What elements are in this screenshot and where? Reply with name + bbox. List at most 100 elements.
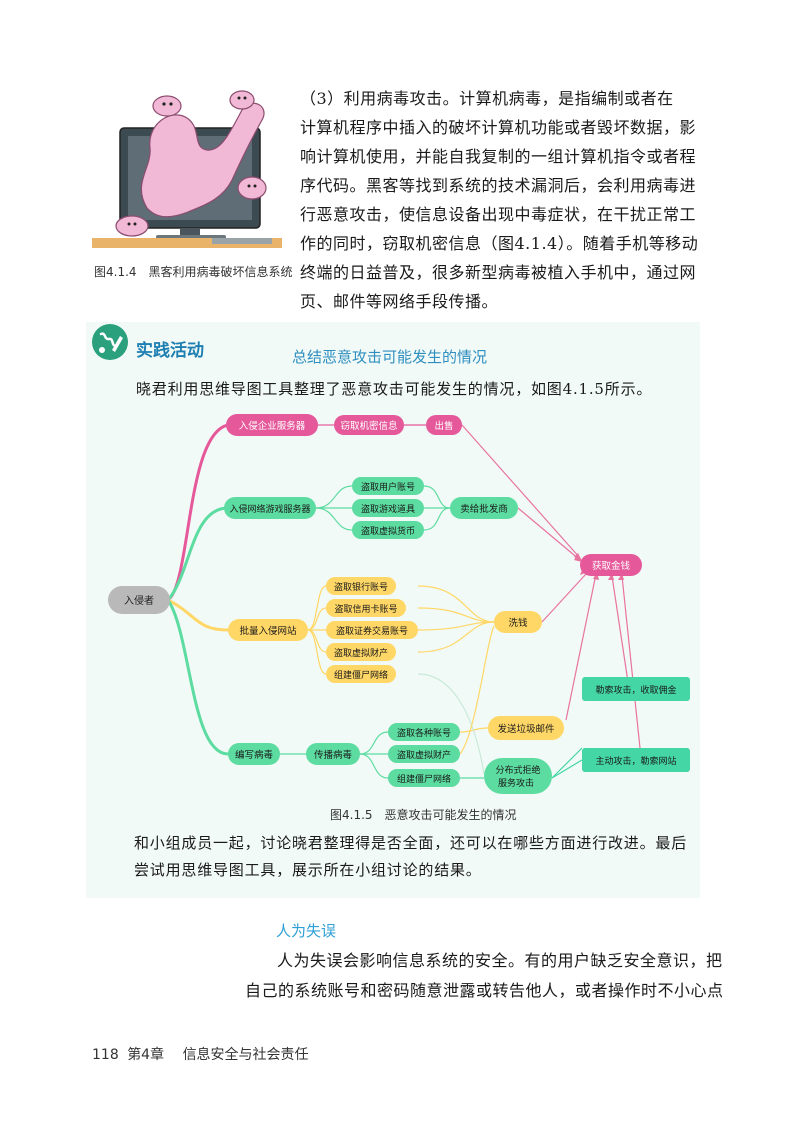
branch3-node-label: 批量入侵网站 [239,625,297,637]
branch3-merge-label: 洗钱 [508,617,528,629]
page-footer: 118 第4章 信息安全与社会责任 [92,1044,309,1064]
branch4-ddos-label-line1: 分布式拒绝 [495,764,540,776]
connector [359,753,389,779]
branch1-item-label: 窃取机密信息 [340,420,397,432]
connector [417,621,495,653]
connector [359,731,389,755]
connector [423,485,451,509]
connector [417,621,495,631]
connector [423,507,451,531]
branch3-merge-node [494,611,542,633]
extort-node-2-label: 主动攻击，勒索网站 [595,755,676,767]
text-line: 尝试用思维导图工具，展示所在小组讨论的结果。 [134,861,482,879]
branch3-item-node [326,665,396,683]
connector [551,747,583,779]
root-to-branch3-connector [166,598,230,632]
branch4-item-label: 组建僵尸网络 [397,773,451,785]
branch3-item-label: 组建僵尸网络 [334,669,388,681]
text-line: 作的同时，窃取机密信息（图4.1.4）。随着手机等移动 [300,234,699,253]
figure-caption: 图4.1.4 黑客利用病毒破坏信息系统 [94,265,293,279]
branch1-item-node [334,415,404,435]
branch4-ddos-label-line2: 服务攻击 [498,777,534,789]
extort-node-1 [582,677,690,701]
branch4-item-node [388,723,460,741]
branch3-item-node [326,621,418,639]
connector [307,607,327,631]
arrow-to-target [611,575,629,683]
arrow-to-target [541,573,587,623]
connector [315,507,353,531]
text-line: 行恶意攻击，使信息设备出现中毒症状，在干扰正常工 [300,205,697,224]
text-line: 计算机程序中插入的破坏计算机功能或者毁坏数据，影 [300,118,697,137]
practice-activity-icon [92,324,128,360]
branch2-item-label: 盗取游戏道具 [361,503,415,515]
branch3-node [228,619,308,641]
text-line: 响计算机使用，并能自我复制的一组计算机指令或者程 [300,147,697,166]
branch2-item-node [352,521,424,539]
arrow-to-target [461,424,581,559]
figure-caption: 图4.1.5 恶意攻击可能发生的情况 [330,808,517,822]
target-node [580,554,642,576]
connector [307,629,327,653]
page-number: 118 [92,1047,119,1063]
branch3-item-node [326,599,406,617]
branch1-node-label: 入侵企业服务器 [239,420,306,432]
root-to-branch4-connector [166,598,230,756]
activity-title: 总结恶意攻击可能发生的情况 [292,348,488,366]
arrow-to-target [621,575,641,749]
branch4-node [228,743,280,765]
chapter-label: 第4章 [127,1047,165,1063]
branch4-node-label: 编写病毒 [235,749,274,761]
branch2-item-node [352,477,424,495]
connector [417,607,495,623]
hacker-virus-illustration [92,90,282,248]
connector [417,673,485,775]
branch3-item-node [326,643,396,661]
branch2-item-label: 盗取用户账号 [361,481,415,493]
human-error-paragraph: 人为失误会影响信息系统的安全。有的用户缺乏安全意识，把 自己的系统账号和密码随意… [245,946,723,1006]
arrowhead [574,555,582,562]
connector [551,759,583,779]
branch2-merge-label: 卖给批发商 [460,503,508,515]
text-line: 人为失误会影响信息系统的安全。有的用户缺乏安全意识，把 [277,951,723,970]
connector [307,629,327,675]
connector [307,585,327,631]
branch2-item-label: 盗取虚拟货币 [361,525,415,537]
branch4-spam-node [488,716,564,740]
root-node [108,586,170,614]
branch2-item-node [352,499,424,517]
root-to-branch1-connector [166,423,230,602]
branch2-node-label: 入侵网络游戏服务器 [229,503,310,515]
branch3-item-label: 盗取信用卡账号 [334,603,397,615]
text-line: 页、邮件等网络手段传播。 [300,292,499,311]
activity-discussion: 和小组成员一起，讨论晓君整理得是否全面，还可以在哪些方面进行改进。最后 尝试用思… [134,830,694,884]
malicious-attack-mindmap: 入侵者 入侵企业服务器 窃取机密信息 出售 入侵网络游戏服务器 盗取用户账号 盗… [108,414,690,794]
root-to-branch2-connector [166,506,230,602]
practice-activity-label: 实践活动 [136,341,204,361]
branch3-item-label: 盗取证券交易账号 [336,625,408,637]
extort-node-1-label: 勒索攻击，收取佣金 [595,684,676,696]
text-line: 终端的日益普及，很多新型病毒被植入手机中，通过网 [300,263,697,282]
branch4-item-node [388,769,460,787]
connector [459,727,489,733]
connector [315,485,353,509]
branch3-item-label: 盗取银行账号 [334,581,388,593]
text-line: （3）利用病毒攻击。计算机病毒，是指编制或者在 [300,89,674,108]
branch1-item-label: 出售 [434,420,453,432]
branch4-item-node [388,745,460,763]
connector [417,585,495,623]
branch4-spam-label: 发送垃圾邮件 [497,723,555,735]
arrow-to-target [565,573,597,721]
branch4-item-label: 盗取各种账号 [397,727,451,739]
branch4-spread-label: 传播病毒 [314,749,353,761]
arrow-to-target [517,507,581,561]
branch2-merge-node [450,497,518,519]
branch4-item-label: 盗取虚拟财产 [397,749,451,761]
branch3-item-node [326,577,396,595]
branch4-spread-node [306,743,360,765]
branch3-item-label: 盗取虚拟财产 [334,647,388,659]
branch1-item-node [426,415,462,435]
text-line: 序代码。黑客等找到系统的技术漏洞后，会利用病毒进 [300,176,697,195]
activity-intro: 晓君利用思维导图工具整理了恶意攻击可能发生的情况，如图4.1.5所示。 [136,380,653,398]
branch1-node [226,414,318,436]
